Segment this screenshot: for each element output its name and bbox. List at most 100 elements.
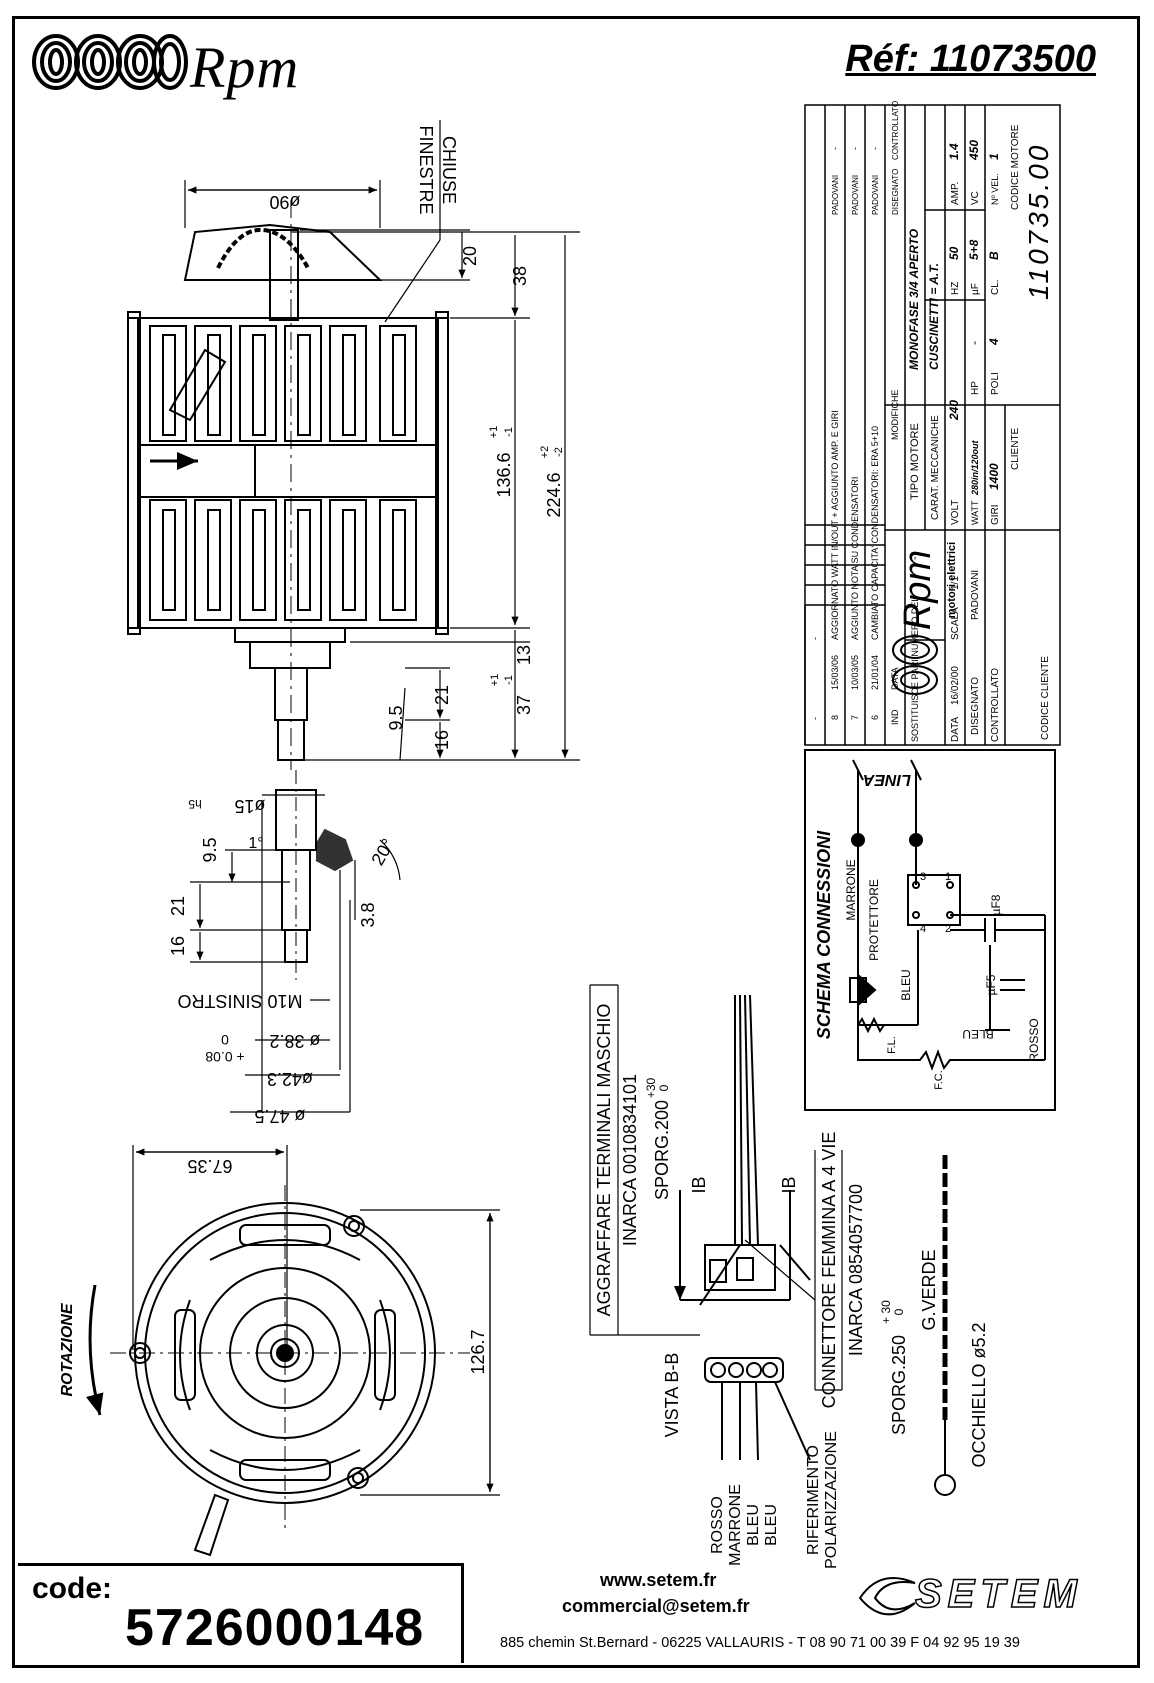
chiuse-label: CHIUSE bbox=[439, 136, 459, 204]
hz-label: HZ bbox=[950, 282, 961, 295]
angle-1: 1° bbox=[248, 835, 263, 852]
giri-value: 1400 bbox=[987, 463, 1001, 490]
dim-37-tol-plus: +1 bbox=[489, 674, 501, 687]
dim-9-5: 9.5 bbox=[386, 705, 406, 730]
poli-label: POLI bbox=[990, 372, 1001, 395]
g-verde-label: G.VERDE bbox=[919, 1249, 939, 1330]
motor-front-view bbox=[127, 200, 449, 770]
rev-8-modifiche: AGGIORNATO WATT IN/OUT + AGGIUNTO AMP. E… bbox=[830, 410, 840, 640]
hp-label: HP bbox=[970, 381, 981, 395]
dim-126-7: 126.7 bbox=[468, 1329, 488, 1374]
inarca-2-label: INARCA 0854057700 bbox=[846, 1184, 866, 1356]
dim-20: 20 bbox=[460, 246, 480, 266]
setem-logo: SETEM bbox=[914, 1571, 1083, 1617]
rev-8-data: 15/03/06 bbox=[830, 655, 840, 690]
dim-dia-90: ø90 bbox=[269, 192, 300, 212]
bleu-label: BLEU bbox=[899, 969, 913, 1000]
dim-224: 224.6 bbox=[544, 472, 564, 517]
rev-7-modifiche: AGGIUNTO NOTA SU CONDENSATORI bbox=[850, 477, 860, 640]
linea-label: LINEA bbox=[863, 771, 911, 788]
volt-label: VOLT bbox=[950, 500, 961, 525]
marrone-label: MARRONE bbox=[844, 859, 858, 920]
sporg-250: SPORG.250 bbox=[889, 1335, 909, 1435]
sporg-200: SPORG.200 bbox=[652, 1100, 672, 1200]
vista-bb-label: VISTA B-B bbox=[662, 1353, 682, 1438]
terminal-1: 1 bbox=[945, 871, 951, 883]
drawing-frame bbox=[12, 16, 1140, 1668]
sporg-200-tol: +30 bbox=[644, 1077, 658, 1098]
uf-label: µF bbox=[970, 283, 981, 295]
wire-rosso: ROSSO bbox=[709, 1496, 726, 1554]
code-box bbox=[18, 1563, 464, 1663]
title-block-logo bbox=[892, 635, 938, 695]
fl-label: F.L. bbox=[886, 1036, 898, 1054]
cl-label: CL. bbox=[990, 279, 1001, 295]
connettore-label: CONNETTORE FEMMINA A 4 VIE bbox=[819, 1132, 839, 1409]
dim-136: 136.6 bbox=[494, 452, 514, 497]
rev-7-data: 10/03/05 bbox=[850, 655, 860, 690]
rev-blank-1: - bbox=[810, 717, 820, 720]
wire-marrone: MARRONE bbox=[727, 1484, 744, 1566]
section-ib-1: IB bbox=[689, 1176, 709, 1193]
title-block-brand: Rpm bbox=[897, 550, 939, 630]
rev-8-dis: PADOVANI bbox=[831, 175, 840, 215]
rev-7-dis: PADOVANI bbox=[851, 175, 860, 215]
dim-16: 16 bbox=[432, 730, 452, 750]
shaft-dim-3-8: 3.8 bbox=[358, 902, 378, 927]
code-label: code: bbox=[32, 1572, 113, 1605]
uf-value: 5+8 bbox=[967, 239, 981, 260]
uf8-label: µF8 bbox=[989, 894, 1003, 915]
title-block-grid bbox=[804, 104, 1061, 746]
rev-7-con: - bbox=[850, 147, 860, 150]
thread-m10: M10 SINISTRO bbox=[177, 991, 302, 1011]
vc-value: 450 bbox=[967, 140, 981, 161]
tipo-motore-value: MONOFASE 3/4 APERTO bbox=[907, 228, 921, 370]
rev-blank-2: - bbox=[810, 637, 820, 640]
rotazione-label: ROTAZIONE bbox=[59, 1302, 76, 1396]
controllato-label: CONTROLLATO bbox=[990, 668, 1001, 742]
rev-head-data: DATA bbox=[890, 667, 900, 690]
rev-6-ind: 6 bbox=[870, 715, 880, 720]
dim-dia-42-3: ø42.3 bbox=[267, 1069, 313, 1089]
dim-136-tol-plus: +1 bbox=[488, 426, 500, 439]
amp-label: AMP. bbox=[950, 182, 961, 205]
amp-value: 1.4 bbox=[947, 143, 961, 160]
protettore-label: PROTETTORE bbox=[867, 879, 881, 961]
connector-leaders bbox=[589, 984, 843, 1391]
terminal-3: 3 bbox=[920, 871, 926, 883]
cl-value: B bbox=[987, 251, 1001, 260]
finestre-label: FINESTRE bbox=[416, 125, 436, 214]
dim-224-tol-plus: +2 bbox=[539, 446, 551, 459]
dim-13: 13 bbox=[514, 645, 534, 665]
nvel-value: 1 bbox=[987, 153, 1001, 160]
cliente-label: CLIENTE bbox=[1010, 427, 1021, 470]
volt-value: 240 bbox=[947, 400, 961, 421]
scala-value: 1/1 bbox=[950, 576, 961, 590]
dim-dia-47-5: ø 47.5 bbox=[254, 1106, 305, 1126]
motor-rear-view bbox=[110, 1185, 470, 1557]
codice-cliente-label: CODICE CLIENTE bbox=[1040, 656, 1051, 740]
data-label: DATA bbox=[950, 716, 961, 742]
scala-label: SCALA bbox=[950, 607, 961, 640]
rpm-coil-logo bbox=[32, 34, 188, 90]
hz-value: 50 bbox=[947, 246, 961, 260]
rev-head-con: CONTROLLATO bbox=[891, 101, 900, 160]
aggraffare-label: AGGRAFFARE TERMINALI MASCHIO bbox=[594, 1004, 614, 1317]
watt-value: 280in/120out bbox=[970, 439, 980, 496]
terminal-2: 2 bbox=[945, 923, 951, 935]
wiring-schema bbox=[804, 749, 1056, 1111]
bleu-label-2: BLEU bbox=[962, 1027, 993, 1041]
dim-37: 37 bbox=[514, 695, 534, 715]
rev-head-ind: IND bbox=[890, 709, 900, 725]
setem-swoosh-icon bbox=[858, 1577, 916, 1616]
sporg-250-tol0: 0 bbox=[892, 1308, 906, 1315]
email-link[interactable]: commercial@setem.fr bbox=[562, 1596, 750, 1616]
tol-0: 0 bbox=[221, 1032, 229, 1048]
codice-motore-value: 110735.00 bbox=[1023, 143, 1054, 300]
website-link[interactable]: www.setem.fr bbox=[600, 1570, 717, 1590]
dim-dia-15: ø15 bbox=[234, 796, 265, 816]
rosso-label: ROSSO bbox=[1027, 1018, 1041, 1061]
wire-bleu-2: BLEU bbox=[763, 1504, 780, 1546]
carat-value: CUSCINETTI = A.T. bbox=[927, 263, 941, 370]
wire-bleu-1: BLEU bbox=[745, 1504, 762, 1546]
